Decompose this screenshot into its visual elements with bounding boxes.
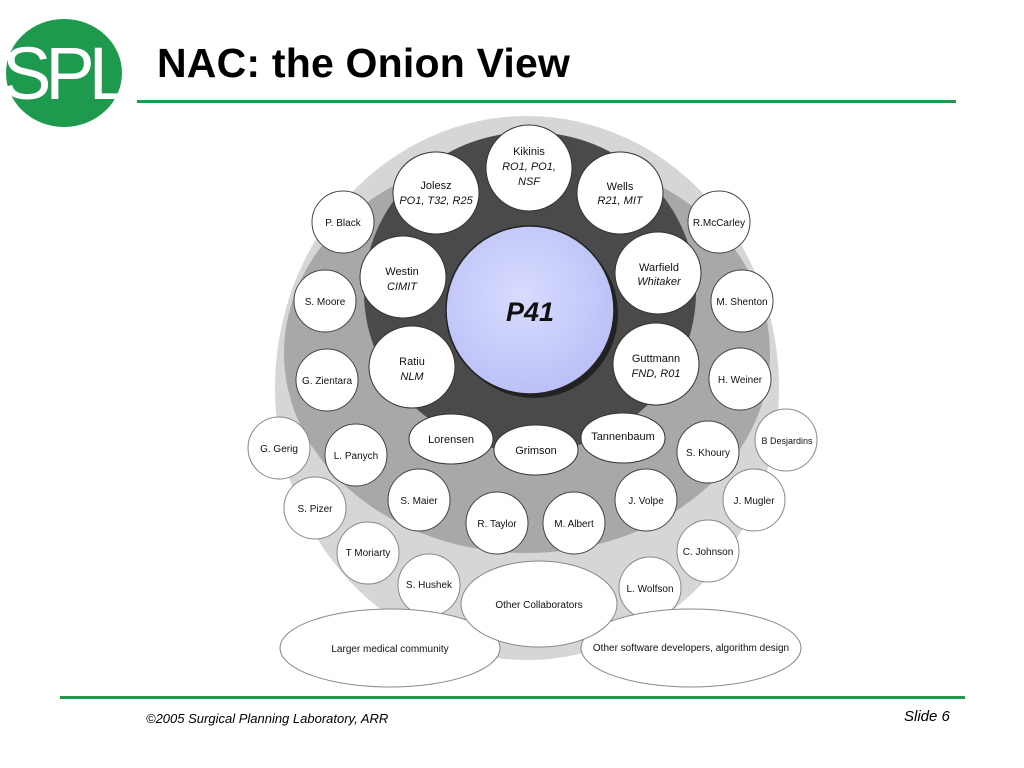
title-underline — [137, 100, 956, 103]
node-larger-medical-community-name: Larger medical community — [331, 644, 448, 655]
node-kikinis-name: Kikinis — [513, 146, 545, 158]
node-wells: Wells R21, MIT — [576, 151, 664, 235]
node-ratiu-name: Ratiu — [399, 356, 425, 368]
node-wells-name: Wells — [607, 181, 634, 193]
node-westin-name: Westin — [385, 266, 418, 278]
node-warfield-name: Warfield — [639, 262, 679, 274]
node-s-moore-name: S. Moore — [305, 297, 346, 308]
node-s-khoury: S. Khoury — [676, 420, 740, 484]
spl-logo-text: SPL — [4, 32, 124, 115]
node-lorensen-name: Lorensen — [428, 434, 474, 446]
node-jolesz-sub: PO1, T32, R25 — [399, 195, 473, 207]
node-m-albert: M. Albert — [542, 491, 606, 555]
node-grimson: Grimson — [493, 424, 579, 476]
node-s-pizer: S. Pizer — [283, 476, 347, 540]
node-g-zientara: G. Zientara — [295, 348, 359, 412]
node-tannenbaum-name: Tannenbaum — [591, 431, 655, 443]
node-jolesz-name: Jolesz — [420, 180, 451, 192]
node-westin-sub: CIMIT — [387, 281, 418, 293]
p41-label: P41 — [506, 297, 554, 327]
node-other-software-developers: Other software developers, algorithm des… — [580, 608, 802, 688]
node-b-desjardins-name: B Desjardins — [761, 436, 813, 446]
node-h-weiner-name: H. Weiner — [718, 375, 763, 386]
node-jolesz: Jolesz PO1, T32, R25 — [392, 151, 480, 235]
node-ratiu-sub: NLM — [400, 371, 424, 383]
node-l-panych-name: L. Panych — [334, 451, 378, 462]
node-j-mugler-name: J. Mugler — [733, 496, 775, 507]
node-m-shenton-name: M. Shenton — [716, 297, 767, 308]
node-l-wolfson-name: L. Wolfson — [626, 584, 673, 595]
node-guttmann: Guttmann FND, R01 — [612, 322, 700, 406]
node-b-desjardins: B Desjardins — [754, 408, 818, 472]
node-g-zientara-name: G. Zientara — [302, 376, 352, 387]
node-s-moore: S. Moore — [293, 269, 357, 333]
footer-copyright: ©2005 Surgical Planning Laboratory, ARR — [146, 711, 389, 726]
node-larger-medical-community: Larger medical community — [279, 608, 501, 688]
node-c-johnson: C. Johnson — [676, 519, 740, 583]
node-guttmann-sub: FND, R01 — [632, 368, 681, 380]
node-tannenbaum: Tannenbaum — [580, 412, 666, 464]
node-kikinis-sub-1: RO1, PO1, — [502, 161, 556, 173]
node-kikinis: Kikinis RO1, PO1, NSF — [485, 124, 573, 212]
node-s-hushek-name: S. Hushek — [406, 580, 453, 591]
node-t-moriarty-name: T Moriarty — [346, 548, 391, 559]
node-other-software-developers-name: Other software developers, algorithm des… — [593, 643, 789, 654]
node-guttmann-name: Guttmann — [632, 353, 680, 365]
node-m-albert-name: M. Albert — [554, 519, 594, 530]
node-p-black-name: P. Black — [325, 218, 361, 229]
node-r-taylor-name: R. Taylor — [477, 519, 517, 530]
node-r-taylor: R. Taylor — [465, 491, 529, 555]
node-other-collaborators-name: Other Collaborators — [495, 600, 582, 611]
node-m-shenton: M. Shenton — [710, 269, 774, 333]
node-grimson-name: Grimson — [515, 445, 557, 457]
node-r-mccarley: R.McCarley — [687, 190, 751, 254]
node-s-maier-name: S. Maier — [400, 496, 438, 507]
node-h-weiner: H. Weiner — [708, 347, 772, 411]
footer-rule — [60, 696, 965, 699]
node-c-johnson-name: C. Johnson — [683, 547, 734, 558]
p41-circle — [445, 225, 615, 395]
node-j-mugler: J. Mugler — [722, 468, 786, 532]
slide-title: NAC: the Onion View — [157, 40, 571, 86]
node-s-maier: S. Maier — [387, 468, 451, 532]
slide-number: Slide 6 — [904, 708, 950, 725]
node-j-volpe-name: J. Volpe — [628, 496, 664, 507]
node-l-wolfson: L. Wolfson — [618, 556, 682, 620]
node-s-khoury-name: S. Khoury — [686, 448, 730, 459]
node-j-volpe: J. Volpe — [614, 468, 678, 532]
node-g-gerig-name: G. Gerig — [260, 444, 298, 455]
node-warfield: Warfield Whitaker — [614, 231, 702, 315]
node-ratiu: Ratiu NLM — [368, 325, 456, 409]
spl-logo-circle — [6, 19, 122, 127]
node-warfield-sub: Whitaker — [637, 276, 682, 288]
node-other-collaborators: Other Collaborators — [460, 560, 618, 648]
node-kikinis-sub-2: NSF — [518, 176, 541, 188]
node-s-hushek: S. Hushek — [397, 553, 461, 617]
node-g-gerig: G. Gerig — [247, 416, 311, 480]
spl-logo: SPL — [4, 19, 124, 127]
node-l-panych: L. Panych — [324, 423, 388, 487]
node-westin: Westin CIMIT — [359, 235, 447, 319]
node-s-pizer-name: S. Pizer — [297, 504, 333, 515]
node-r-mccarley-name: R.McCarley — [693, 218, 745, 229]
node-p-black: P. Black — [311, 190, 375, 254]
node-lorensen: Lorensen — [408, 413, 494, 465]
node-wells-sub: R21, MIT — [597, 195, 644, 207]
node-t-moriarty: T Moriarty — [336, 521, 400, 585]
